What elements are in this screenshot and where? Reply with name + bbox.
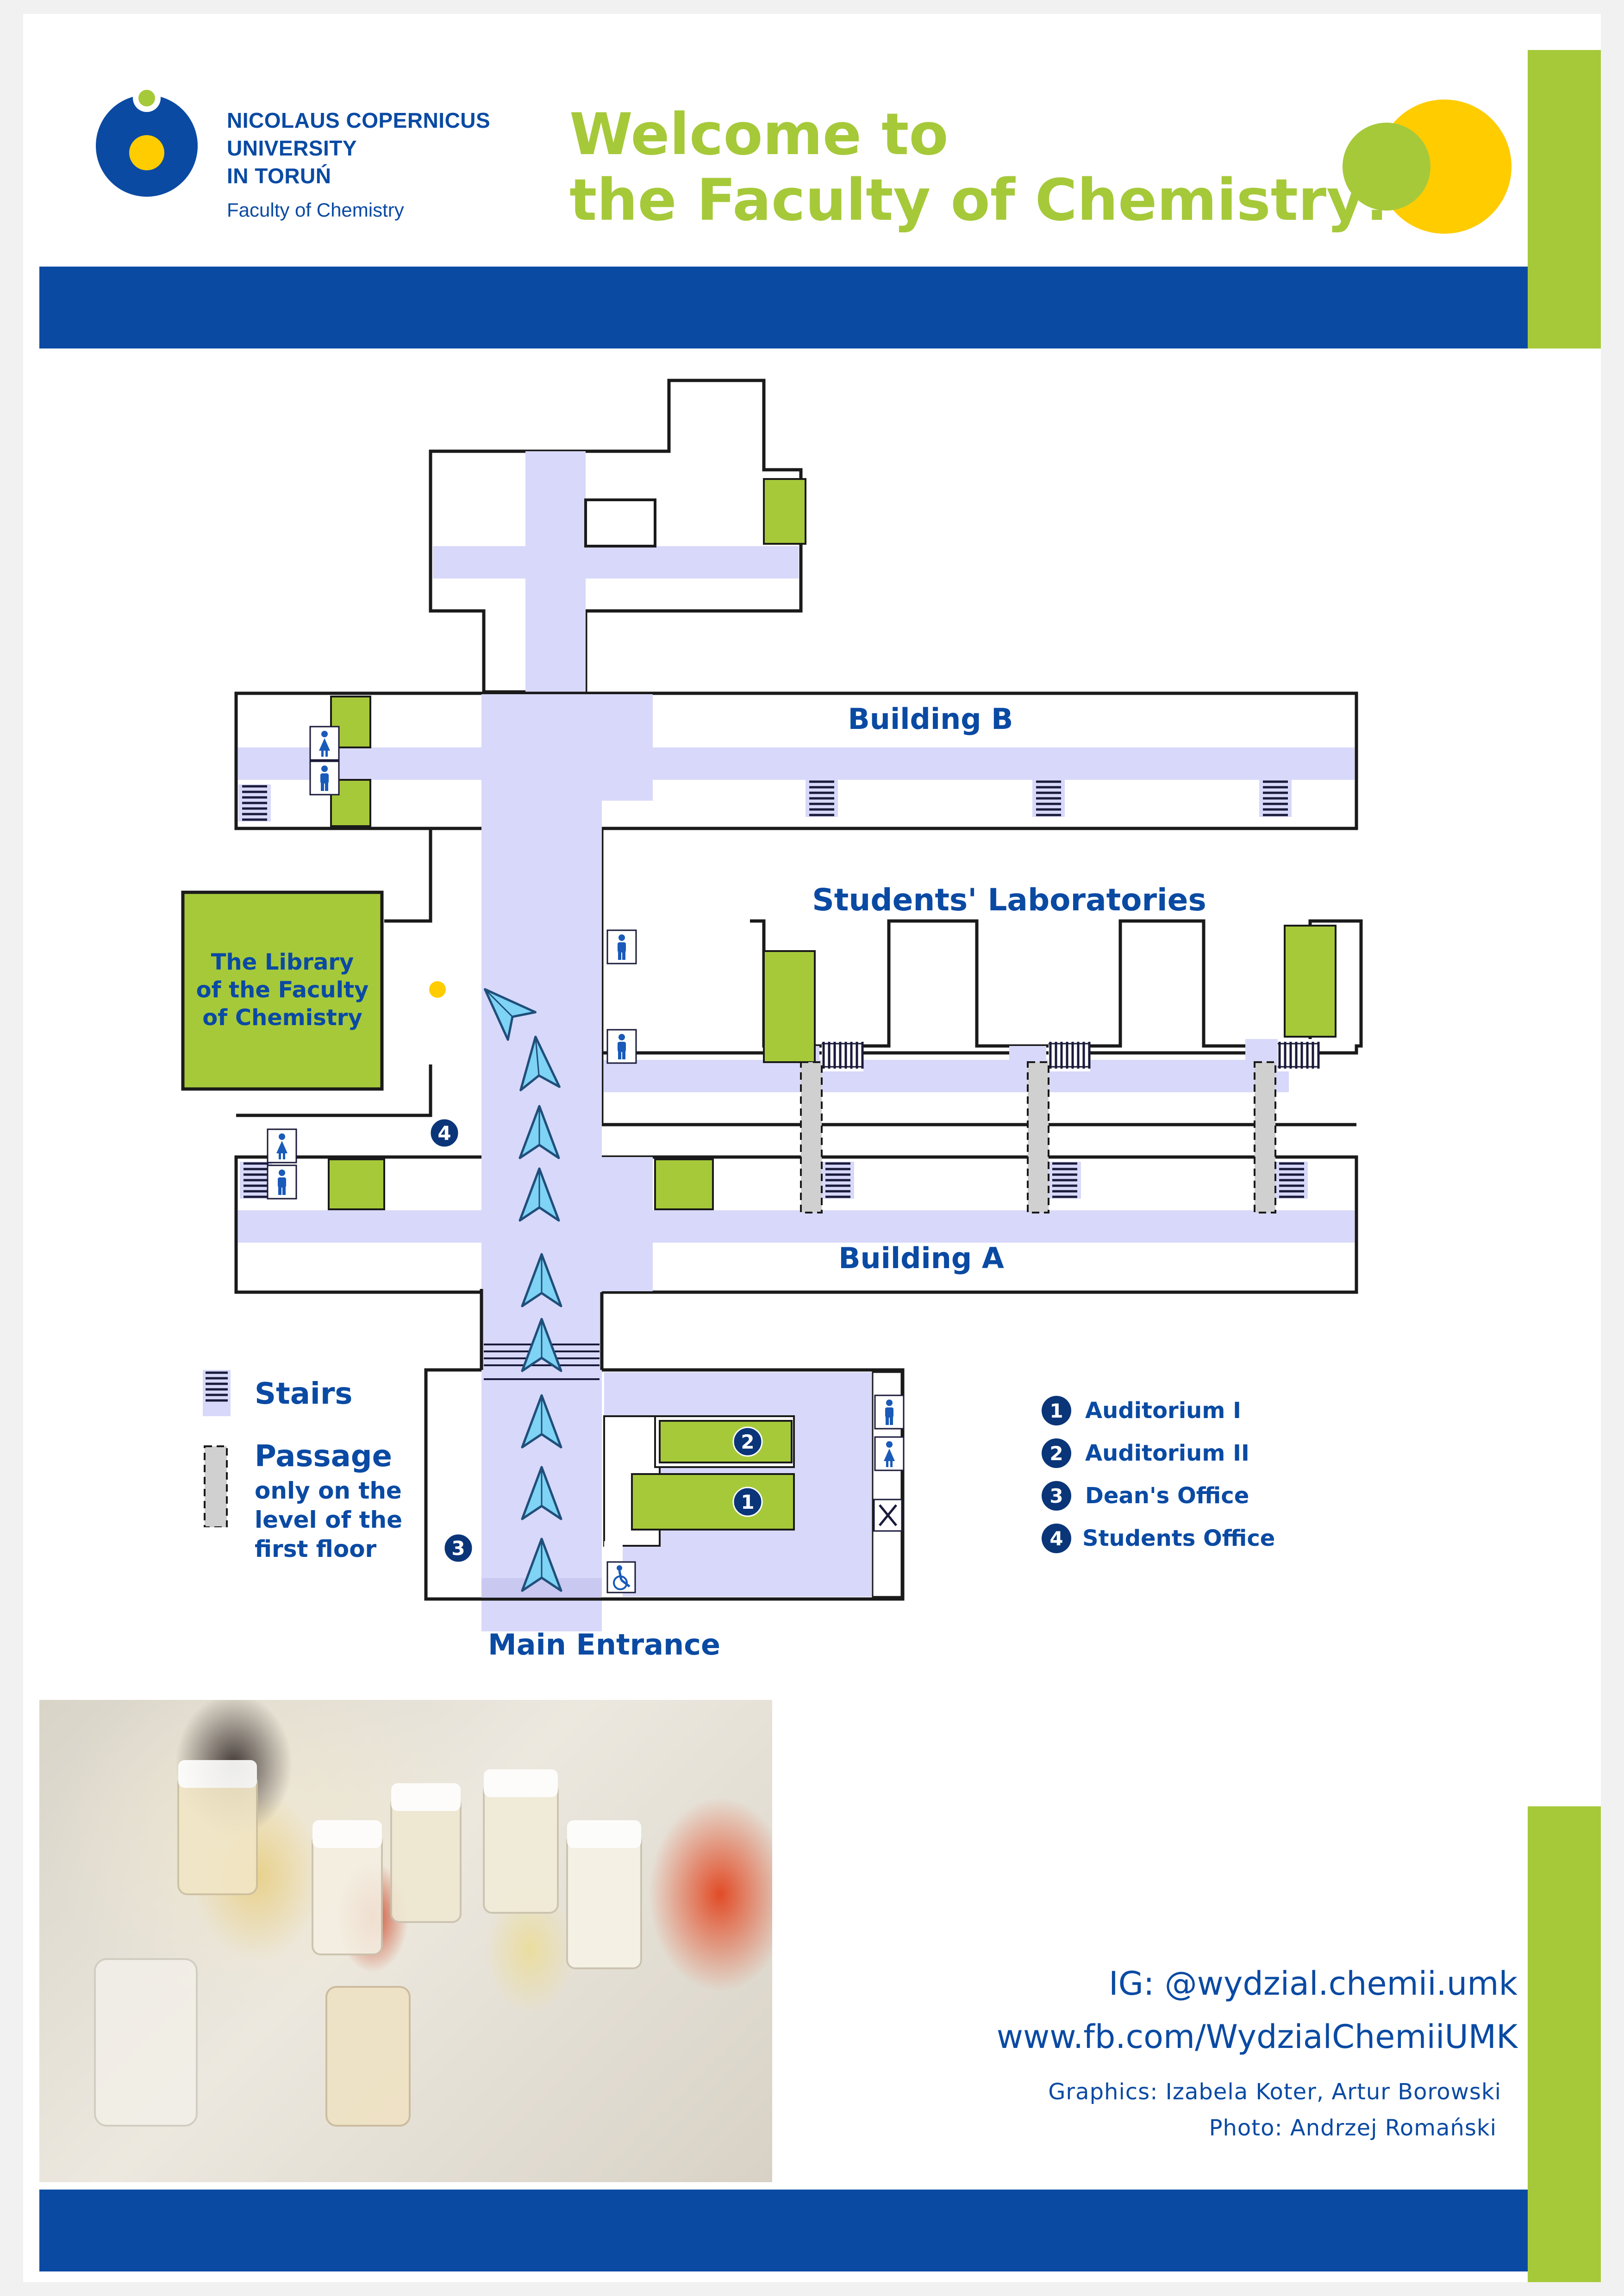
building-a-green-room xyxy=(654,1158,714,1210)
blue-footer-band xyxy=(39,2190,1528,2271)
room-number-marker: 3 xyxy=(443,1533,474,1563)
university-logo-icon xyxy=(96,88,198,197)
welcome-title-line-2: the Faculty of Chemistry! xyxy=(569,167,1390,234)
library-label-line: The Library xyxy=(211,949,354,975)
north-wing-corridor-horizontal xyxy=(433,546,799,579)
building-b-label: Building B xyxy=(848,702,1013,736)
university-name-line: UNIVERSITY xyxy=(227,136,357,160)
library-label-line: of the Faculty xyxy=(196,977,369,1003)
room-number-marker: 4 xyxy=(429,1118,460,1148)
wc-male-icon xyxy=(309,760,340,796)
stairs-icon xyxy=(1032,780,1065,817)
svg-text:4: 4 xyxy=(437,1122,451,1145)
numbered-legend-label: Students Office xyxy=(1082,1525,1275,1551)
labs-green-room xyxy=(1284,925,1337,1038)
building-b-corridor xyxy=(238,747,1355,780)
poster: NICOLAUS COPERNICUS UNIVERSITY IN TORUŃ … xyxy=(23,14,1601,2282)
legend-passage-note-line: level of the xyxy=(255,1506,403,1533)
building-a-label: Building A xyxy=(838,1241,1004,1275)
green-side-bar-top xyxy=(1528,50,1601,348)
wc-female-icon xyxy=(874,1436,905,1471)
welcome-title: Welcome to the Faculty of Chemistry! xyxy=(569,102,1390,233)
facebook-link[interactable]: www.fb.com/WydzialChemiiUMK xyxy=(996,2018,1518,2056)
library-label-line: of Chemistry xyxy=(202,1005,362,1031)
floor-plan: 2 1 3 4 Building B Building A Students' … xyxy=(181,379,1363,1661)
numbered-legend-label: Dean's Office xyxy=(1085,1483,1249,1509)
wheelchair-icon xyxy=(606,1561,636,1593)
university-name-line: NICOLAUS COPERNICUS xyxy=(227,108,491,132)
university-name: NICOLAUS COPERNICUS UNIVERSITY IN TORUŃ xyxy=(227,106,490,190)
stairs-icon xyxy=(806,780,838,817)
wc-male-icon xyxy=(606,1029,637,1064)
svg-text:1: 1 xyxy=(741,1491,754,1513)
svg-text:2: 2 xyxy=(741,1431,754,1453)
you-are-here-dot xyxy=(429,981,446,998)
north-wing-green-room xyxy=(763,478,806,545)
restaurant-icon xyxy=(873,1499,903,1532)
room-number-marker: 1 xyxy=(732,1487,763,1517)
faculty-name: Faculty of Chemistry xyxy=(227,199,404,221)
stairs-icon xyxy=(822,1162,854,1199)
building-a-green-room xyxy=(328,1158,385,1210)
wc-male-icon xyxy=(874,1394,905,1430)
stairs-icon xyxy=(1049,1039,1090,1071)
auditorium-i xyxy=(631,1473,795,1531)
room-number-marker: 2 xyxy=(732,1426,763,1457)
welcome-title-line-1: Welcome to xyxy=(569,101,949,168)
stairs-icon xyxy=(203,1370,231,1416)
students-labs-label: Students' Laboratories xyxy=(812,882,1206,918)
stairs-icon xyxy=(822,1039,863,1071)
passage-first-floor xyxy=(800,1061,823,1213)
labs-outline xyxy=(600,828,1363,1055)
passage-first-floor xyxy=(1254,1061,1276,1213)
building-a-corridor xyxy=(238,1210,1355,1243)
numbered-legend-item: 4 Students Office xyxy=(1042,1517,1275,1560)
stairs-icon xyxy=(1275,1162,1308,1199)
green-side-bar-bottom xyxy=(1528,1806,1601,2282)
legend-icons xyxy=(203,1370,231,1527)
numbered-legend-item: 3 Dean's Office xyxy=(1042,1475,1275,1517)
passage-legend-icon xyxy=(204,1445,228,1527)
stairs-icon xyxy=(238,784,271,821)
wc-male-icon xyxy=(606,929,637,964)
legend-stairs-label: Stairs xyxy=(255,1377,353,1411)
number-badge: 1 xyxy=(1042,1396,1071,1425)
numbered-legend-label: Auditorium I xyxy=(1085,1398,1241,1424)
vials-illustration xyxy=(94,1760,642,2127)
instagram-handle[interactable]: IG: @wydzial.chemii.umk xyxy=(1109,1965,1518,2003)
graphics-credit: Graphics: Izabela Koter, Artur Borowski xyxy=(1048,2079,1501,2105)
legend-passage-note-line: first floor xyxy=(255,1536,377,1562)
labs-corridor xyxy=(604,1060,1289,1092)
photo-credit: Photo: Andrzej Romański xyxy=(1209,2115,1497,2141)
legend-passage-title: Passage xyxy=(255,1439,392,1474)
numbered-legend-label: Auditorium II xyxy=(1085,1440,1249,1466)
number-badge: 4 xyxy=(1042,1524,1071,1553)
entrance-building-outline xyxy=(424,1368,905,1601)
legend-passage-note-line: only on the xyxy=(255,1477,402,1504)
wc-female-icon xyxy=(309,726,340,761)
legend-passage-note: only on the level of the first floor xyxy=(255,1476,402,1564)
stairs-icon xyxy=(1259,780,1292,817)
north-wing-room xyxy=(584,498,656,548)
auditorium-ii xyxy=(659,1420,793,1463)
labs-green-room xyxy=(763,950,816,1063)
library-building xyxy=(181,890,384,1091)
svg-text:3: 3 xyxy=(451,1537,465,1560)
university-name-line: IN TORUŃ xyxy=(227,164,331,188)
chemistry-vials-photo xyxy=(39,1700,772,2182)
numbered-legend: 1 Auditorium I 2 Auditorium II 3 Dean's … xyxy=(1042,1389,1275,1560)
numbered-legend-item: 2 Auditorium II xyxy=(1042,1432,1275,1475)
wc-female-icon xyxy=(267,1128,297,1164)
stairs-icon xyxy=(1278,1039,1319,1071)
decorative-circles-icon xyxy=(1343,100,1512,234)
stairs-icon xyxy=(1049,1162,1081,1199)
passage-first-floor xyxy=(1027,1061,1049,1213)
wc-male-icon xyxy=(267,1164,297,1200)
number-badge: 3 xyxy=(1042,1481,1071,1511)
numbered-legend-item: 1 Auditorium I xyxy=(1042,1389,1275,1432)
main-entrance-label: Main Entrance xyxy=(488,1628,720,1661)
blue-header-band xyxy=(39,267,1528,348)
number-badge: 2 xyxy=(1042,1438,1071,1468)
